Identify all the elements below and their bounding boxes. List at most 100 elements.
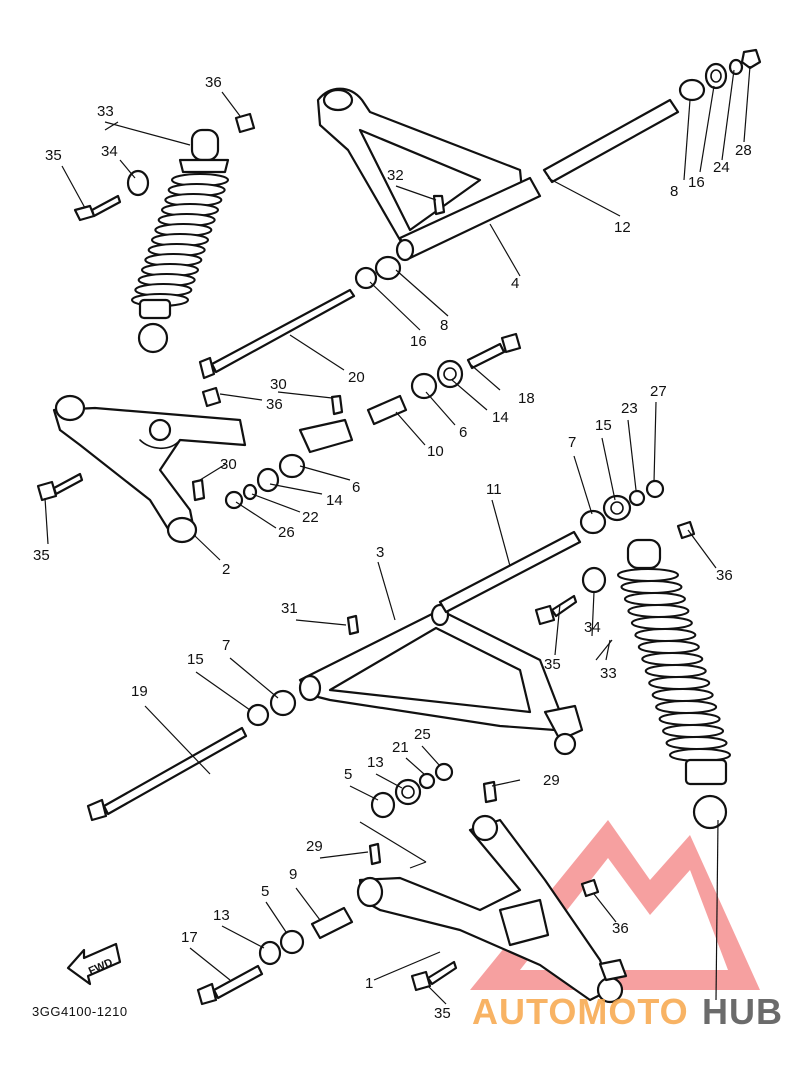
shaft-part-11 bbox=[438, 530, 582, 614]
callout-16b: 16 bbox=[410, 333, 427, 350]
spring-coil-turn bbox=[623, 592, 686, 606]
bolt-part-17 bbox=[196, 964, 264, 1006]
callout-26: 26 bbox=[278, 524, 295, 541]
leader-line bbox=[699, 85, 715, 173]
callout-33a: 33 bbox=[97, 103, 114, 120]
spring-coil-turn bbox=[651, 688, 714, 702]
leader-lines bbox=[44, 65, 751, 1005]
leader-line bbox=[299, 465, 351, 481]
spring-coil bbox=[617, 568, 731, 762]
bushing-part-5-lower bbox=[279, 929, 305, 955]
callout-19: 19 bbox=[131, 683, 148, 700]
leader-line bbox=[194, 535, 221, 561]
diagram-code: 3GG4100-1210 bbox=[32, 1004, 128, 1019]
leader-line bbox=[104, 121, 191, 146]
upper-a-arm-part-4 bbox=[316, 87, 542, 262]
leader-line bbox=[44, 497, 49, 545]
callout-20: 20 bbox=[348, 369, 365, 386]
spring-coil-turn bbox=[627, 604, 690, 618]
callout-18: 18 bbox=[518, 390, 535, 407]
leader-line bbox=[235, 501, 277, 529]
callout-29b: 29 bbox=[306, 838, 323, 855]
callout-10: 10 bbox=[427, 443, 444, 460]
leader-line bbox=[104, 121, 119, 131]
bushings-collar-group-left bbox=[224, 359, 464, 510]
callout-13a: 13 bbox=[367, 754, 384, 771]
a-arm-part-1 bbox=[356, 814, 628, 1004]
leader-line bbox=[425, 391, 456, 426]
leader-line bbox=[405, 757, 425, 775]
callout-29a: 29 bbox=[543, 772, 560, 789]
shock-absorber-right bbox=[617, 538, 731, 830]
leader-line bbox=[451, 379, 488, 411]
leader-line bbox=[359, 821, 427, 863]
callout-9: 9 bbox=[289, 866, 297, 883]
fwd-arrow-icon: FWD bbox=[66, 942, 122, 986]
bolt-part-35-right bbox=[534, 594, 578, 626]
leader-line bbox=[554, 603, 561, 656]
callout-35a: 35 bbox=[45, 147, 62, 164]
leader-line bbox=[395, 185, 437, 201]
callout-17: 17 bbox=[181, 929, 198, 946]
spring-coil-turn bbox=[662, 724, 725, 738]
callout-16a: 16 bbox=[688, 174, 705, 191]
upper-arm-bushings bbox=[354, 48, 762, 290]
leader-line bbox=[373, 951, 441, 981]
callout-5a: 5 bbox=[344, 766, 352, 783]
callout-35b: 35 bbox=[33, 547, 50, 564]
callout-6b: 6 bbox=[352, 479, 360, 496]
leader-line bbox=[491, 779, 521, 787]
callout-22: 22 bbox=[302, 509, 319, 526]
leader-line bbox=[221, 91, 241, 117]
callout-27: 27 bbox=[650, 383, 667, 400]
leader-line bbox=[195, 671, 251, 711]
leader-line bbox=[653, 401, 657, 483]
leader-line bbox=[295, 619, 347, 626]
leader-line bbox=[199, 463, 227, 481]
leader-line bbox=[144, 705, 211, 775]
spring-coil-turn bbox=[620, 580, 683, 594]
leader-line bbox=[491, 499, 511, 567]
callout-24: 24 bbox=[713, 159, 730, 176]
leader-line bbox=[119, 159, 136, 179]
callout-8a: 8 bbox=[670, 183, 678, 200]
leader-line bbox=[61, 165, 86, 209]
shock-absorber-upper-left bbox=[131, 128, 230, 354]
nut-part-36-lower bbox=[580, 878, 600, 898]
leader-line bbox=[743, 65, 751, 143]
leader-line bbox=[421, 745, 441, 767]
callout-25: 25 bbox=[414, 726, 431, 743]
grease-nipple-part-32 bbox=[432, 194, 446, 216]
leader-line bbox=[395, 411, 426, 446]
callout-4: 4 bbox=[511, 275, 519, 292]
callout-8b: 8 bbox=[440, 317, 448, 334]
grease-nipple-part-29-lower bbox=[368, 842, 382, 866]
leader-line bbox=[601, 437, 616, 501]
leader-line bbox=[409, 861, 427, 869]
callout-13b: 13 bbox=[213, 907, 230, 924]
callout-30a: 30 bbox=[270, 376, 287, 393]
spring-coil-turn bbox=[655, 700, 718, 714]
leader-line bbox=[221, 925, 265, 949]
leader-line bbox=[189, 947, 231, 981]
callout-35c: 35 bbox=[544, 656, 561, 673]
leader-line bbox=[427, 985, 447, 1005]
bushings-group-lower bbox=[370, 762, 454, 819]
watermark-text-hub: HUB bbox=[702, 991, 783, 1032]
nut-part-36-left bbox=[201, 386, 222, 408]
leader-line bbox=[369, 281, 421, 331]
leader-line bbox=[269, 483, 323, 495]
washer-part-13-lower bbox=[258, 940, 282, 966]
bolt-part-18 bbox=[466, 332, 522, 370]
callout-3: 3 bbox=[376, 544, 384, 561]
shaft-part-12 bbox=[542, 98, 680, 184]
callout-34a: 34 bbox=[101, 143, 118, 160]
leader-line bbox=[219, 393, 263, 401]
leader-line bbox=[715, 819, 719, 1001]
grease-nipple-part-29-upper bbox=[482, 780, 498, 804]
callout-12: 12 bbox=[614, 219, 631, 236]
bolt-part-35-left bbox=[36, 472, 84, 502]
bushings-group-right bbox=[246, 479, 665, 727]
leader-line bbox=[319, 851, 369, 859]
